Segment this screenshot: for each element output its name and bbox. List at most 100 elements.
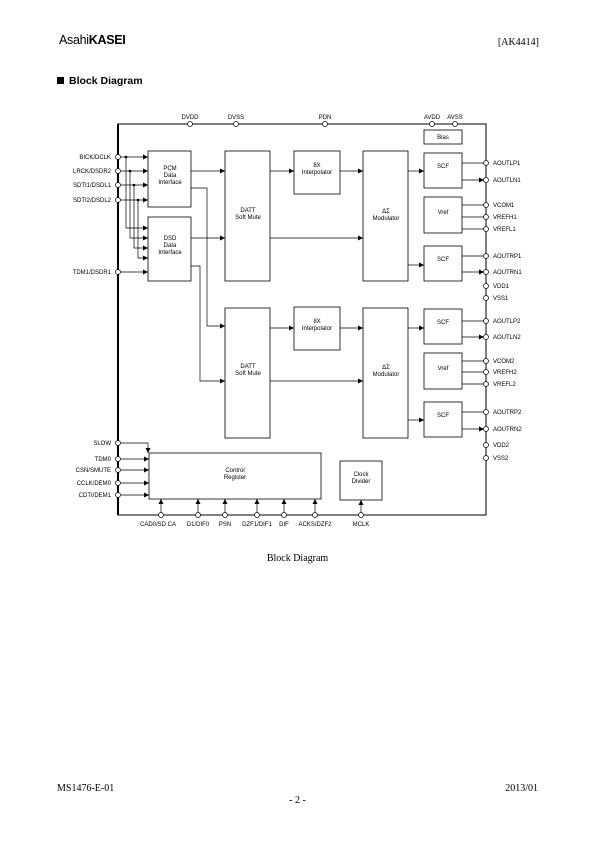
datt1-label-2: Soft Mute bbox=[235, 215, 261, 221]
right-pin-label: VREFL2 bbox=[493, 382, 516, 388]
right-pin-label: VDD1 bbox=[493, 284, 510, 290]
pin-circle bbox=[483, 358, 489, 364]
right-pin-label: VREFH2 bbox=[493, 370, 517, 376]
top-pin-label: AVSS bbox=[447, 115, 463, 121]
interp1-label-2: Interpolator bbox=[302, 170, 332, 176]
pin-circle bbox=[312, 512, 318, 518]
control-register-block bbox=[148, 452, 322, 500]
pin-circle bbox=[115, 269, 121, 275]
bottom-pin-label: DIF bbox=[279, 522, 289, 528]
scf2-label: SCF bbox=[437, 257, 449, 263]
bottom-pin-label: MCLK bbox=[353, 522, 370, 528]
pin-circle bbox=[115, 182, 121, 188]
scf3-label: SCF bbox=[437, 320, 449, 326]
interpolator-block-2 bbox=[293, 306, 341, 351]
top-pin-label: DVDD bbox=[181, 115, 199, 121]
footer-doc-code: MS1476-E-01 bbox=[57, 783, 115, 794]
dsd-label-1: DSD bbox=[164, 236, 177, 242]
bottom-pin-label: ACKS/DZF2 bbox=[298, 522, 332, 528]
right-pin-label: VSS2 bbox=[493, 456, 509, 462]
interp2-label-2: Interpolator bbox=[302, 326, 332, 332]
top-pin-label: AVDD bbox=[424, 115, 441, 121]
vref-block-1 bbox=[423, 196, 463, 234]
left-pin-circles bbox=[115, 154, 121, 498]
mod1-label-2: Modulator bbox=[373, 216, 400, 222]
right-pin-label: AOUTLP2 bbox=[493, 319, 521, 325]
interp1-label-1: 8X bbox=[313, 163, 320, 169]
top-pin-label: PDN bbox=[319, 115, 332, 121]
clock-label-2: Divider bbox=[352, 479, 371, 485]
right-pin-label: AOUTLN1 bbox=[493, 178, 521, 184]
pin-circle bbox=[115, 467, 121, 473]
vref2-label: Vref bbox=[438, 366, 449, 372]
pin-circle bbox=[115, 456, 121, 462]
bottom-pin-label: DZF1/DIF1 bbox=[242, 522, 272, 528]
right-pin-label: VDD2 bbox=[493, 443, 510, 449]
interp2-label-1: 8X bbox=[313, 319, 320, 325]
left-pin-label: TDM1/DSDR1 bbox=[73, 270, 112, 276]
signal-wires bbox=[121, 154, 484, 513]
control-label-1: Control bbox=[225, 468, 244, 474]
right-pin-label: AOUTLN2 bbox=[493, 335, 521, 341]
bottom-pin-label: D1/DIF0 bbox=[187, 522, 210, 528]
dsd-interface-block bbox=[147, 216, 192, 282]
junction-dot bbox=[132, 183, 136, 187]
pin-circle bbox=[483, 455, 489, 461]
datt2-label-2: Soft Mute bbox=[235, 371, 261, 377]
pin-circle bbox=[483, 177, 489, 183]
pin-dvss bbox=[233, 121, 239, 127]
bottom-pin-label: PSN bbox=[219, 522, 231, 528]
scf4-label: SCF bbox=[437, 413, 449, 419]
left-pin-label: SLOW bbox=[93, 441, 111, 447]
right-pin-label: VREFH1 bbox=[493, 215, 517, 221]
bottom-pin-label: CAD0/SD CA bbox=[140, 522, 176, 528]
scf-block-4 bbox=[423, 401, 463, 438]
pin-circle bbox=[281, 512, 287, 518]
square-bullet-icon bbox=[57, 77, 64, 84]
pin-circle bbox=[483, 226, 489, 232]
pin-circle bbox=[483, 426, 489, 432]
vref1-label: Vref bbox=[438, 210, 449, 216]
datt2-label-1: DATT bbox=[240, 364, 256, 370]
footer-page-number: - 2 - bbox=[289, 795, 306, 806]
pin-circle bbox=[358, 512, 364, 518]
pin-avss bbox=[452, 121, 458, 127]
footer-date: 2013/01 bbox=[505, 783, 538, 794]
left-pin-label: CSN/SMUTE bbox=[76, 468, 111, 474]
clock-divider-block bbox=[339, 460, 383, 501]
vref-block-2 bbox=[423, 352, 463, 390]
pin-circle bbox=[115, 492, 121, 498]
left-pin-label: SDTI2/DSDL2 bbox=[73, 198, 112, 204]
pin-circle bbox=[483, 381, 489, 387]
pcm-label-2: Data bbox=[164, 173, 177, 179]
right-pin-label: AOUTRP2 bbox=[493, 410, 522, 416]
logo-asahi: Asahi bbox=[59, 33, 89, 47]
pin-circle bbox=[254, 512, 260, 518]
pin-circle bbox=[483, 269, 489, 275]
pin-circle bbox=[115, 168, 121, 174]
asahi-kasei-logo: AsahiKASEI bbox=[59, 33, 126, 47]
pin-dvdd bbox=[187, 121, 193, 127]
pin-circle bbox=[483, 369, 489, 375]
top-pin-label: DVSS bbox=[228, 115, 244, 121]
scf-block-2 bbox=[423, 245, 463, 282]
pin-circle bbox=[483, 409, 489, 415]
pcm-label-1: PCM bbox=[163, 166, 176, 172]
pin-circle bbox=[483, 334, 489, 340]
mod1-label-1: ΔΣ bbox=[382, 209, 390, 215]
junction-dots bbox=[124, 155, 140, 202]
right-pin-label: AOUTRP1 bbox=[493, 254, 522, 260]
dsd-label-3: Interface bbox=[158, 250, 182, 256]
right-pin-label: VREFL1 bbox=[493, 227, 516, 233]
junction-dot bbox=[136, 198, 140, 202]
pin-circle bbox=[222, 512, 228, 518]
right-pin-label: AOUTLP1 bbox=[493, 161, 521, 167]
figure-caption: Block Diagram bbox=[266, 553, 329, 564]
left-pin-label: SDTI1/DSDL1 bbox=[73, 183, 112, 189]
pin-circle bbox=[483, 442, 489, 448]
pin-circle bbox=[483, 283, 489, 289]
logo-kasei: KASEI bbox=[88, 33, 126, 47]
dsd-label-2: Data bbox=[164, 243, 177, 249]
mod2-label-2: Modulator bbox=[373, 372, 400, 378]
